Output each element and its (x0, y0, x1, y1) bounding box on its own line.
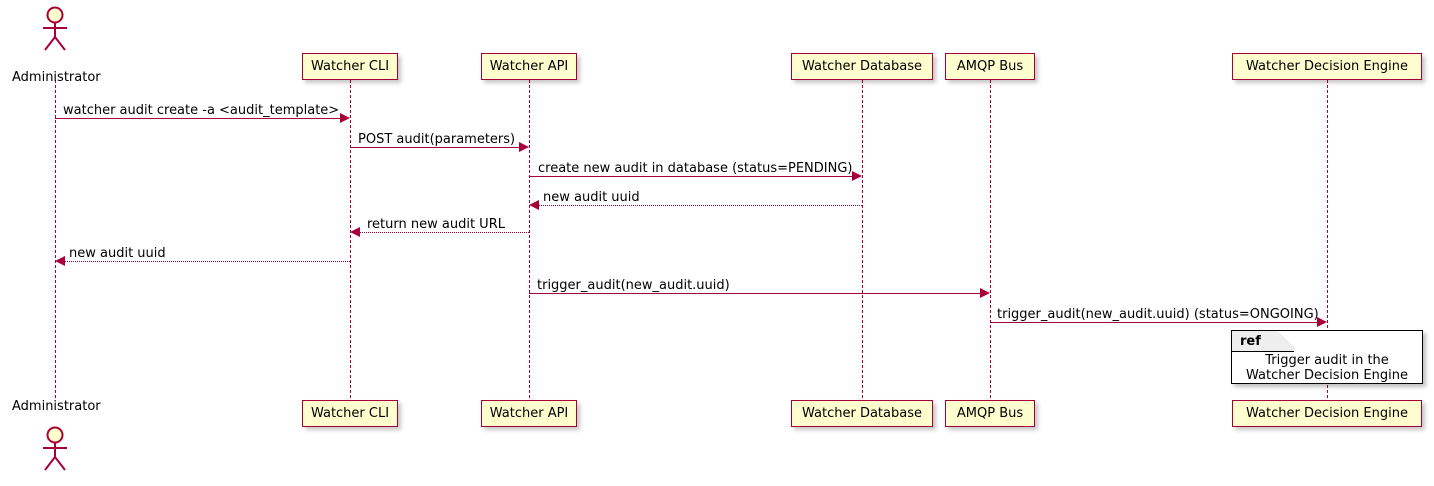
message-arrowhead-trigger-audit-ongoing (1317, 317, 1327, 327)
message-arrowhead-trigger-audit (980, 288, 990, 298)
message-arrowhead-new-audit-uuid-db (529, 200, 539, 210)
actor-label-administrator-top: Administrator (12, 70, 101, 85)
participant-box-amqp-bus-top[interactable]: AMQP Bus (945, 53, 1035, 80)
actor-administrator-bottom[interactable] (35, 424, 75, 472)
actor-label-administrator-bottom: Administrator (12, 399, 101, 414)
message-line-new-audit-uuid-db (539, 205, 862, 206)
message-label-trigger-audit-ongoing: trigger_audit(new_audit.uuid) (status=ON… (997, 307, 1319, 322)
message-line-new-audit-uuid-cli (65, 261, 350, 262)
message-line-watcher-audit-create (55, 118, 341, 119)
ref-fragment-body: Trigger audit in the Watcher Decision En… (1232, 353, 1422, 383)
actor-administrator-top[interactable] (35, 4, 75, 52)
participant-label-watcher-decision-engine-top: Watcher Decision Engine (1246, 59, 1408, 74)
message-label-new-audit-uuid-cli: new audit uuid (69, 246, 166, 261)
message-label-return-new-audit-url: return new audit URL (367, 217, 505, 232)
message-label-watcher-audit-create: watcher audit create -a <audit_template> (63, 103, 340, 118)
participant-box-watcher-decision-engine-top[interactable]: Watcher Decision Engine (1232, 53, 1422, 80)
participant-label-watcher-api-bottom: Watcher API (489, 406, 569, 421)
participant-label-watcher-database-top: Watcher Database (802, 59, 922, 74)
message-line-create-new-audit (529, 176, 853, 177)
participant-box-watcher-cli-bottom[interactable]: Watcher CLI (302, 400, 398, 427)
lifeline-amqp-bus (990, 80, 991, 398)
message-arrowhead-return-new-audit-url (350, 227, 360, 237)
participant-box-watcher-api-top[interactable]: Watcher API (481, 53, 577, 80)
participant-box-amqp-bus-bottom[interactable]: AMQP Bus (945, 400, 1035, 427)
participant-label-watcher-cli-top: Watcher CLI (310, 59, 390, 74)
participant-label-watcher-decision-engine-bottom: Watcher Decision Engine (1246, 406, 1408, 421)
participant-label-watcher-database-bottom: Watcher Database (802, 406, 922, 421)
lifeline-watcher-decision-engine (1327, 80, 1328, 398)
participant-box-watcher-database-bottom[interactable]: Watcher Database (791, 400, 933, 427)
message-line-trigger-audit (529, 293, 981, 294)
participant-label-amqp-bus-bottom: AMQP Bus (956, 406, 1024, 421)
ref-fragment-line-2: Watcher Decision Engine (1246, 368, 1408, 383)
lifeline-watcher-database (862, 80, 863, 398)
ref-fragment-tag: ref (1232, 331, 1294, 352)
participant-box-watcher-api-bottom[interactable]: Watcher API (481, 400, 577, 427)
message-label-create-new-audit: create new audit in database (status=PEN… (538, 161, 853, 176)
message-label-trigger-audit: trigger_audit(new_audit.uuid) (537, 278, 730, 293)
message-line-trigger-audit-ongoing (990, 322, 1318, 323)
participant-box-watcher-cli-top[interactable]: Watcher CLI (302, 53, 398, 80)
participant-box-watcher-database-top[interactable]: Watcher Database (791, 53, 933, 80)
lifeline-administrator (55, 80, 56, 398)
message-label-new-audit-uuid-db: new audit uuid (543, 190, 640, 205)
participant-label-amqp-bus-top: AMQP Bus (956, 59, 1024, 74)
message-line-return-new-audit-url (360, 232, 529, 233)
ref-fragment-line-1: Trigger audit in the (1265, 353, 1389, 368)
participant-label-watcher-cli-bottom: Watcher CLI (310, 406, 390, 421)
actor-stick-figure-icon (43, 6, 67, 51)
message-label-post-audit: POST audit(parameters) (358, 132, 516, 147)
message-line-post-audit (350, 147, 520, 148)
lifeline-watcher-api (529, 80, 530, 398)
message-arrowhead-watcher-audit-create (340, 113, 350, 123)
message-arrowhead-post-audit (519, 142, 529, 152)
message-arrowhead-new-audit-uuid-cli (55, 256, 65, 266)
actor-stick-figure-icon (43, 426, 67, 471)
participant-box-watcher-decision-engine-bottom[interactable]: Watcher Decision Engine (1232, 400, 1422, 427)
participant-label-watcher-api-top: Watcher API (489, 59, 569, 74)
message-arrowhead-create-new-audit (852, 171, 862, 181)
ref-fragment[interactable]: ref Trigger audit in the Watcher Decisio… (1231, 330, 1423, 384)
lifeline-watcher-cli (350, 80, 351, 398)
